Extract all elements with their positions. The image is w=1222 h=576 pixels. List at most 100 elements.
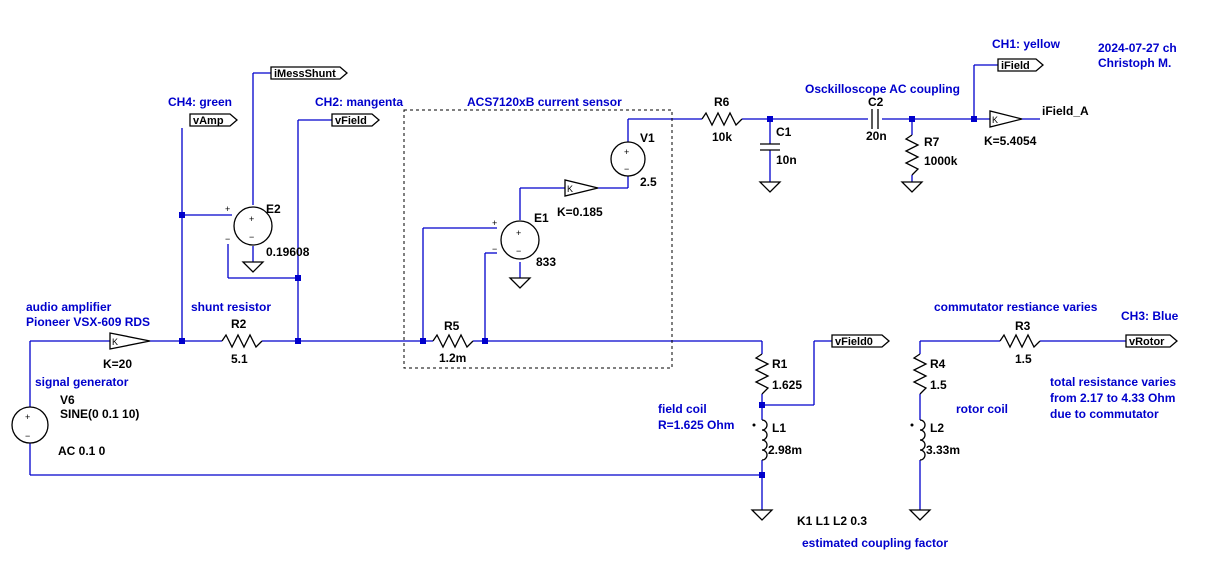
net-flag-vrotor: vRotor [1125,334,1178,348]
svg-text:+: + [516,228,521,238]
r3-resistor [999,333,1041,349]
r1-name: R1 [772,357,788,371]
svg-text:vRotor: vRotor [1129,336,1165,348]
annotation-rotor-coil: rotor coil [956,402,1008,416]
annotation-amp-line1: audio amplifier [26,300,112,314]
r7-value: 1000k [924,154,958,168]
annotation-ch2: CH2: mangenta [315,95,403,109]
r6-value: 10k [712,130,732,144]
svg-text:−: − [25,431,30,441]
svg-text:−: − [492,244,497,254]
l2-dot [910,423,914,427]
annotation-ch1: CH1: yellow [992,37,1061,51]
amp-gain: K=20 [103,357,132,371]
svg-text:−: − [225,234,230,244]
l1-ground-icon [750,509,774,521]
svg-text:+: + [25,412,30,422]
r1-value: 1.625 [772,378,802,392]
e1-name: E1 [534,211,549,225]
c2-value: 20n [866,129,887,143]
l2-ground-icon [908,509,932,521]
svg-text:K: K [992,115,998,125]
e2-dependent-source: + − + − [225,204,273,246]
svg-text:K: K [112,337,118,347]
r4-name: R4 [930,357,946,371]
r5-value: 1.2m [439,351,466,365]
annotation-field-coil-r: R=1.625 Ohm [658,418,734,432]
svg-text:K: K [567,184,573,194]
e2-ground-icon [241,261,265,273]
r4-resistor [912,353,928,395]
r2-resistor [221,333,263,349]
r4-value: 1.5 [930,378,947,392]
annotation-total-2: from 2.17 to 4.33 Ohm [1050,391,1175,405]
svg-text:−: − [249,232,254,242]
c2-capacitor [871,109,879,129]
r5-resistor [432,333,474,349]
c2-name: C2 [868,95,884,109]
r1-resistor [754,353,770,395]
annotation-total-3: due to commutator [1050,407,1159,421]
sensor-box [403,109,673,369]
r3-name: R3 [1015,319,1031,333]
v6-voltage-source: + − [11,406,49,444]
annotation-ch3: CH3: Blue [1121,309,1179,323]
junction-dots [179,116,977,478]
net-label-ifield-a: iField_A [1042,104,1089,118]
l1-name: L1 [772,421,786,435]
v6-value: SINE(0 0.1 10) [60,407,139,421]
annotation-field-coil: field coil [658,402,707,416]
annotation-signal-generator: signal generator [35,375,129,389]
net-flag-vamp: vAmp [189,113,238,127]
annotation-date: 2024-07-27 ch [1098,41,1177,55]
svg-text:−: − [516,246,521,256]
annotation-shunt-resistor: shunt resistor [191,300,271,314]
e2-value: 0.19608 [266,245,310,259]
net-flag-imessshunt: iMessShunt [270,66,348,80]
output-gain-symbol: K [989,110,1023,128]
svg-text:iMessShunt: iMessShunt [274,68,336,80]
r7-ground-icon [900,181,924,193]
svg-text:+: + [225,204,230,214]
svg-text:−: − [624,164,629,174]
r6-name: R6 [714,95,730,109]
e2-name: E2 [266,202,281,216]
svg-text:+: + [249,214,254,224]
r7-name: R7 [924,135,940,149]
v1-name: V1 [640,131,655,145]
v1-value: 2.5 [640,175,657,189]
v1-voltage-source: + − [610,141,646,177]
svg-text:vField0: vField0 [835,336,873,348]
annotation-ac-coupling: Osckilloscope AC coupling [805,82,960,96]
svg-text:+: + [624,147,629,157]
l1-value: 2.98m [768,443,802,457]
svg-text:vField: vField [335,115,367,127]
annotation-sensor-box: ACS7120xB current sensor [467,95,622,109]
c1-name: C1 [776,125,792,139]
l1-dot [752,423,756,427]
r2-value: 5.1 [231,352,248,366]
sensor-gain: K=0.185 [557,205,603,219]
amp-k20-symbol: K [109,332,151,350]
r3-value: 1.5 [1015,352,1032,366]
net-flag-ifield: iField [997,58,1044,72]
l2-name: L2 [930,421,944,435]
e1-dependent-source: + − + − [492,218,540,260]
r2-name: R2 [231,317,247,331]
v6-ac: AC 0.1 0 [58,444,106,458]
annotation-commutator: commutator restiance varies [934,300,1098,314]
r7-resistor [904,134,920,176]
svg-text:+: + [492,218,497,228]
annotation-total-1: total resistance varies [1050,375,1176,389]
sensor-gain-symbol: K [564,179,599,197]
c1-ground-icon [758,181,782,193]
svg-text:iField: iField [1001,60,1030,72]
c1-capacitor [760,143,780,151]
r5-name: R5 [444,319,460,333]
annotation-ch4: CH4: green [168,95,232,109]
r6-resistor [701,111,743,127]
svg-text:vAmp: vAmp [193,115,224,127]
wires [29,64,1126,510]
l2-value: 3.33m [926,443,960,457]
